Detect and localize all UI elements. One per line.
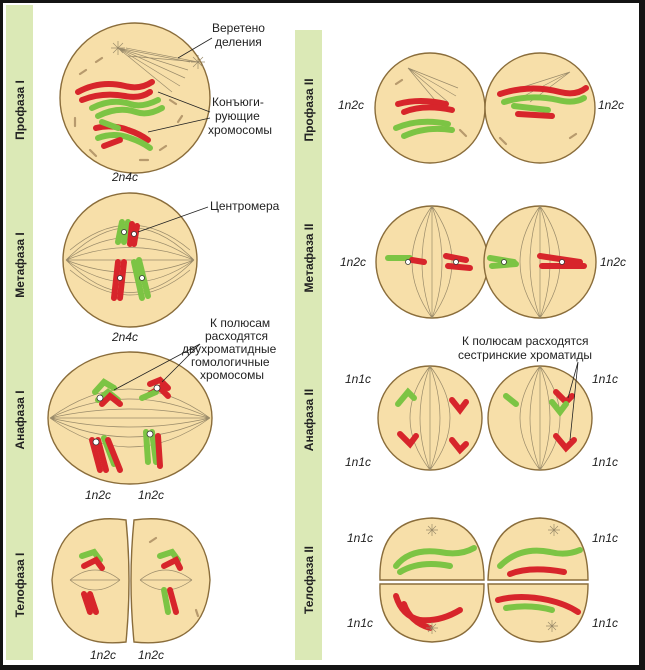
label-anaph1-line3: двухроматидные xyxy=(182,342,277,356)
cell-anaphase2-right xyxy=(487,365,593,471)
formula-prophase2-right: 1n2c xyxy=(598,98,624,112)
formula-telophase2-tr: 1n1c xyxy=(592,531,618,545)
stage-bar-meiosis1 xyxy=(6,5,33,660)
cell-metaphase2-left xyxy=(375,205,489,319)
leader-spindle xyxy=(177,37,213,59)
stage-label-anaphase2: Анафаза II xyxy=(302,389,316,451)
formula-anaphase1-left: 1n2c xyxy=(85,488,111,502)
label-anaph2-line1: К полюсам расходятся xyxy=(462,334,588,348)
label-spindle-line1: Веретено xyxy=(212,21,265,35)
stage-label-telophase1: Телофаза I xyxy=(13,553,27,618)
label-spindle-line2: деления xyxy=(215,35,262,49)
label-conj-line2: рующие xyxy=(215,109,260,123)
formula-anaphase2-bl: 1n1c xyxy=(345,455,371,469)
label-anaph1-line5: хромосомы xyxy=(200,368,264,382)
cell-telophase1 xyxy=(51,518,211,644)
stage-label-prophase2: Профаза II xyxy=(302,78,316,141)
formula-telophase1-right: 1n2c xyxy=(138,648,164,662)
label-anaph2-line2: сестринские хроматиды xyxy=(458,348,592,362)
stage-label-anaphase1: Анафаза I xyxy=(13,390,27,449)
label-centromere: Центромера xyxy=(210,199,280,213)
cell-telophase2-tr xyxy=(487,517,589,581)
formula-anaphase2-br: 1n1c xyxy=(592,455,618,469)
formula-telophase2-bl: 1n1c xyxy=(347,616,373,630)
cell-metaphase1 xyxy=(62,192,198,328)
stage-label-metaphase2: Метафаза II xyxy=(302,224,316,293)
cell-telophase2-bl xyxy=(379,583,485,643)
cell-prophase2-left xyxy=(374,52,486,164)
formula-prophase2-left: 1n2c xyxy=(338,98,364,112)
formula-anaphase2-tl: 1n1c xyxy=(345,372,371,386)
stage-label-prophase1: Профаза I xyxy=(13,80,27,140)
formula-anaphase1-right: 1n2c xyxy=(138,488,164,502)
cell-prophase1 xyxy=(59,22,211,174)
cell-telophase2-tl xyxy=(379,517,485,581)
stage-bar-meiosis2 xyxy=(295,30,322,660)
cell-anaphase2-left xyxy=(377,365,483,471)
cell-metaphase2-right xyxy=(483,205,597,319)
formula-metaphase2-right: 1n2c xyxy=(600,255,626,269)
leader-anaphase1 xyxy=(113,343,201,391)
formula-anaphase2-tr: 1n1c xyxy=(592,372,618,386)
stage-label-telophase2: Телофаза II xyxy=(302,546,316,614)
formula-telophase1-left: 1n2c xyxy=(90,648,116,662)
cell-prophase2-right xyxy=(484,52,596,164)
cell-telophase2-br xyxy=(487,583,589,643)
stage-label-metaphase1: Метафаза I xyxy=(13,232,27,298)
cell-anaphase1 xyxy=(47,351,213,485)
label-anaph1-line1: К полюсам xyxy=(210,316,270,330)
formula-telophase2-br: 1n1c xyxy=(592,616,618,630)
formula-telophase2-tl: 1n1c xyxy=(347,531,373,545)
label-conj-line1: Конъюги- xyxy=(212,95,264,109)
formula-metaphase2-left: 1n2c xyxy=(340,255,366,269)
leader-centromere xyxy=(137,206,209,233)
label-anaph1-line2: расходятся xyxy=(205,329,268,343)
leader-anaphase2 xyxy=(567,361,579,441)
label-conj-line3: хромосомы xyxy=(208,123,272,137)
formula-metaphase1: 2n4c xyxy=(111,330,138,344)
label-anaph1-line4: гомологичные xyxy=(191,355,270,369)
leader-conjugating xyxy=(147,91,211,133)
formula-prophase1: 2n4c xyxy=(111,170,138,184)
